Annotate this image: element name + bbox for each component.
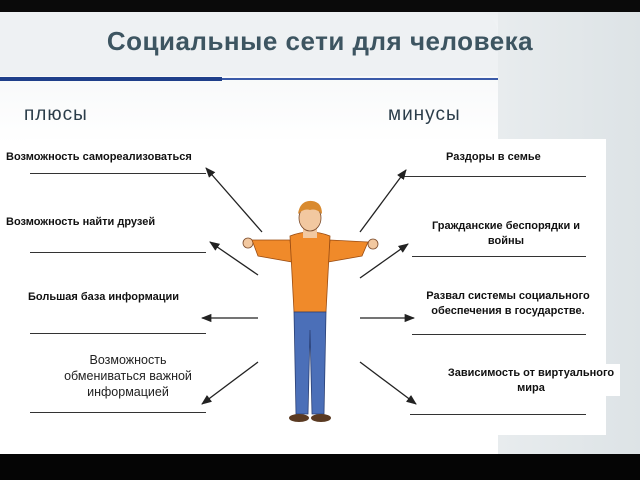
cons-line-2 xyxy=(412,256,586,257)
pros-item-4: Возможность обмениваться важной информац… xyxy=(64,353,192,399)
arrow-pros-2 xyxy=(209,241,259,276)
man-icon xyxy=(242,200,379,422)
cons-line-1 xyxy=(404,176,586,177)
arrow-pros-4 xyxy=(201,361,259,405)
cons-item-4-box xyxy=(442,364,620,396)
arrow-cons-4 xyxy=(359,361,417,405)
title-tab xyxy=(0,12,498,76)
cons-item-2: Гражданские беспорядки и войны xyxy=(431,220,581,247)
pros-item-2: Возможность найти друзей xyxy=(6,216,156,228)
cons-line-4 xyxy=(410,414,586,415)
arrow-cons-2 xyxy=(359,243,409,279)
title-underline-thin xyxy=(222,78,498,80)
arrow-cons-1 xyxy=(359,169,407,233)
bottom-border xyxy=(0,454,640,480)
page-title: Социальные сети для человека xyxy=(106,26,534,56)
top-border xyxy=(0,0,640,12)
pros-line-4 xyxy=(30,412,206,413)
pros-line-2 xyxy=(30,252,206,253)
cons-item-3: Развал системы социального обеспечения в… xyxy=(426,290,590,317)
pros-line-3 xyxy=(30,333,206,334)
title-underline xyxy=(0,77,222,81)
pros-item-3: Большая база информации xyxy=(28,291,179,303)
cons-item-1: Раздоры в семье xyxy=(446,151,541,163)
cons-line-3 xyxy=(412,334,586,335)
arrow-pros-1 xyxy=(205,167,263,233)
pros-line-1 xyxy=(30,173,206,174)
cons-heading: минусы xyxy=(388,104,461,125)
pros-heading: плюсы xyxy=(24,104,88,125)
cons-item-4: Зависимость от виртуального мира xyxy=(447,367,615,394)
pros-item-1: Возможность самореализоваться xyxy=(6,151,192,163)
